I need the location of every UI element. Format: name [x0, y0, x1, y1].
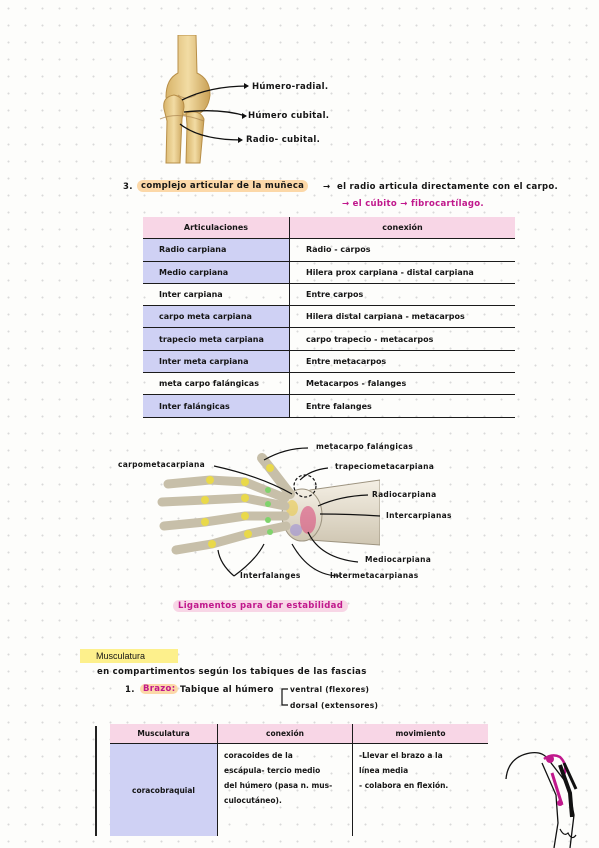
articulation-name: carpo meta carpiana: [143, 305, 290, 329]
elbow-joint-illustration: [159, 35, 211, 164]
header-articulaciones: Articulaciones: [143, 217, 290, 240]
header-conexion: conexión: [217, 724, 353, 744]
articulation-connection: Metacarpos - falanges: [289, 372, 515, 396]
label-trapeciometacarpiana: trapeciometacarpiana: [335, 462, 435, 471]
header-conexion: conexión: [289, 217, 515, 240]
articulation-connection: Hilera distal carpiana - metacarpos: [289, 305, 515, 329]
elbow-pointer-lines: [179, 83, 249, 143]
table-row: coracobraquial coracoides de la escápula…: [110, 743, 489, 837]
articulation-connection: Entre falanges: [289, 394, 515, 418]
articulation-connection: Entre carpos: [289, 283, 515, 307]
muscle-movement: -Llevar el brazo a la línea media - cola…: [353, 744, 489, 837]
muscle-intro: en compartimentos según los tabiques de …: [97, 667, 367, 677]
label-radio-cubital: Radio- cubital.: [246, 135, 321, 145]
title-arrow-icon: →: [323, 182, 331, 192]
section-number: 3.: [123, 182, 133, 192]
movement-line: - colabora en flexión.: [359, 781, 449, 790]
articulation-name: Inter meta carpiana: [143, 350, 290, 374]
movement-line: línea media: [359, 766, 409, 775]
muscle-name: coracobraquial: [110, 743, 218, 836]
hand-skeleton-illustration: [157, 453, 380, 555]
articulation-name: Inter carpiana: [143, 283, 290, 307]
branch-ventral: ventral (flexores): [290, 685, 370, 694]
margin-rule: [95, 726, 97, 836]
label-intercarpianas: Intercarpianas: [386, 511, 452, 520]
label-mediocarpiana: Mediocarpiana: [365, 555, 432, 564]
movement-line: -Llevar el brazo a la: [359, 751, 443, 760]
wrist-title: complejo articular de la muñeca: [137, 180, 309, 192]
label-intermetacarpianas: Intermetacarpianas: [330, 571, 419, 580]
label-carpometacarpiana: carpometacarpiana: [118, 460, 205, 469]
table-header-row: Articulaciones conexión: [143, 217, 515, 240]
label-metacarpofalangicas: metacarpo falángicas: [316, 442, 414, 451]
branch-dorsal: dorsal (extensores): [290, 701, 379, 710]
articulation-name: trapecio meta carpiana: [143, 327, 290, 351]
connection-line: del húmero (pasa n. mus-: [224, 781, 333, 790]
articulation-name: Radio carpiana: [143, 238, 290, 262]
branch-bracket: [281, 688, 288, 706]
label-humero-cubital: Húmero cubital.: [248, 111, 330, 121]
wrist-subnote: → el cúbito → fibrocartílago.: [342, 199, 484, 209]
header-movimiento: movimiento: [352, 724, 488, 744]
item-text: Tabique al húmero: [180, 685, 274, 695]
articulation-name: Inter falángicas: [143, 394, 290, 418]
articulation-name: Medio carpiana: [143, 261, 290, 284]
hand-pointer-lines: [213, 447, 381, 577]
articulation-name: meta carpo falángicas: [143, 372, 290, 396]
header-musculatura: Musculatura: [110, 724, 218, 744]
section-tag-musculatura: Musculatura: [80, 649, 178, 663]
muscle-connection: coracoides de la escápula- tercio medio …: [217, 743, 353, 836]
muscle-table: Musculatura conexión movimiento coracobr…: [110, 724, 488, 836]
label-humero-radial: Húmero-radial.: [252, 82, 329, 92]
connection-line: coracoides de la: [224, 751, 293, 760]
item-label-brazo: Brazo:: [140, 684, 179, 694]
muscle-table-header: Musculatura conexión movimiento: [110, 724, 488, 744]
ligaments-note: Ligamentos para dar estabilidad: [173, 600, 349, 612]
articulation-connection: Entre metacarpos: [289, 350, 515, 374]
wrist-description: el radio articula directamente con el ca…: [337, 182, 559, 192]
articulation-connection: Radio - carpos: [289, 238, 515, 262]
articulation-connection: Hilera prox carpiana - distal carpiana: [289, 261, 515, 284]
articulation-connection: carpo trapecio - metacarpos: [289, 327, 515, 351]
label-radiocarpiana: Radiocarpiana: [372, 490, 437, 499]
label-interfalanges: Interfalanges: [240, 571, 301, 580]
item-number: 1.: [125, 685, 135, 695]
connection-line: escápula- tercio medio: [224, 766, 321, 775]
connection-line: culocutáneo).: [224, 796, 282, 805]
arm-muscle-sketch: [505, 751, 578, 848]
